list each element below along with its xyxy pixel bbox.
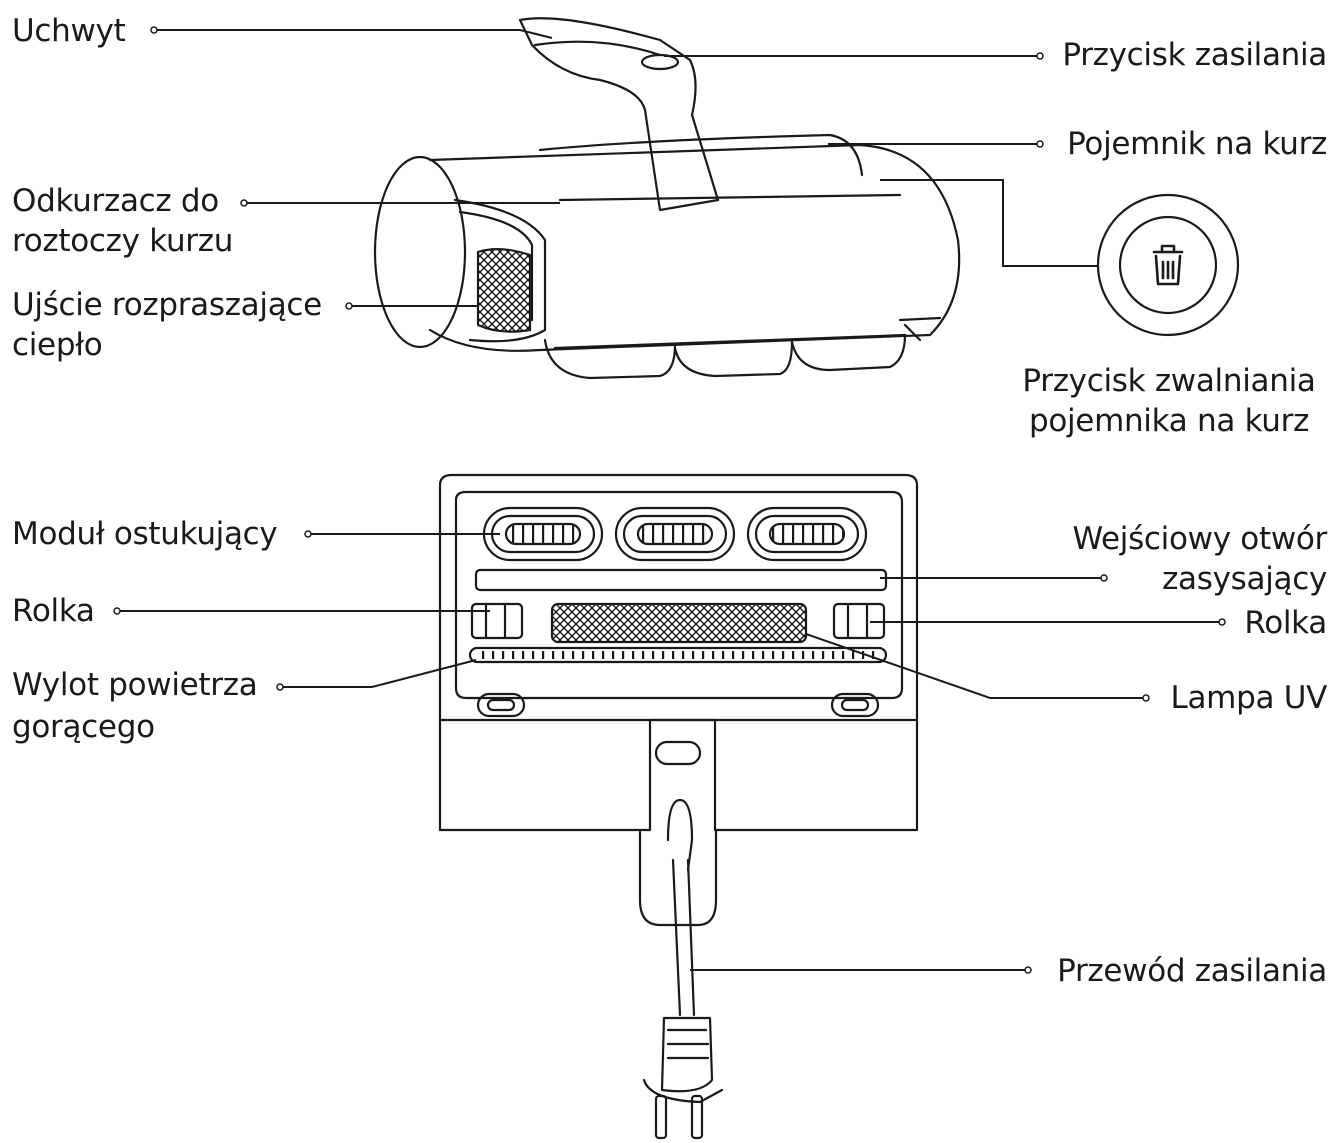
label-tapping-module: Moduł ostukujący <box>12 516 278 552</box>
heat-vent-grille <box>476 248 532 333</box>
label-suction-line2: zasysający <box>1162 561 1327 597</box>
label-roller-right: Rolka <box>1244 605 1327 641</box>
label-heat-outlet-line2: ciepło <box>12 327 103 363</box>
vacuum-body <box>373 17 961 380</box>
label-hot-air-line2: gorącego <box>12 709 155 745</box>
label-uv-lamp: Lampa UV <box>1170 680 1328 716</box>
label-vacuum-line2: roztoczy kurzu <box>12 223 234 259</box>
label-suction-line1: Wejściowy otwór <box>1072 521 1327 557</box>
label-power-button: Przycisk zasilania <box>1062 37 1327 73</box>
leader-dots <box>113 26 1226 974</box>
label-dust-container: Pojemnik na kurz <box>1067 126 1327 162</box>
label-vacuum-line1: Odkurzacz do <box>12 183 219 219</box>
label-heat-outlet-line1: Ujście rozpraszające <box>12 287 322 323</box>
label-roller-left: Rolka <box>12 593 95 629</box>
trash-icon <box>1152 244 1184 286</box>
power-button-shape <box>640 53 680 71</box>
label-release-button-line1: Przycisk zwalniania <box>1022 363 1316 399</box>
label-power-cord: Przewód zasilania <box>1057 953 1327 989</box>
power-cord-shape <box>642 798 724 1140</box>
leader-lines <box>117 29 1222 971</box>
label-handle: Uchwyt <box>12 13 126 49</box>
label-release-button-line2: pojemnika na kurz <box>1028 403 1310 439</box>
label-hot-air-line1: Wylot powietrza <box>12 667 258 703</box>
vacuum-underside <box>438 473 919 927</box>
